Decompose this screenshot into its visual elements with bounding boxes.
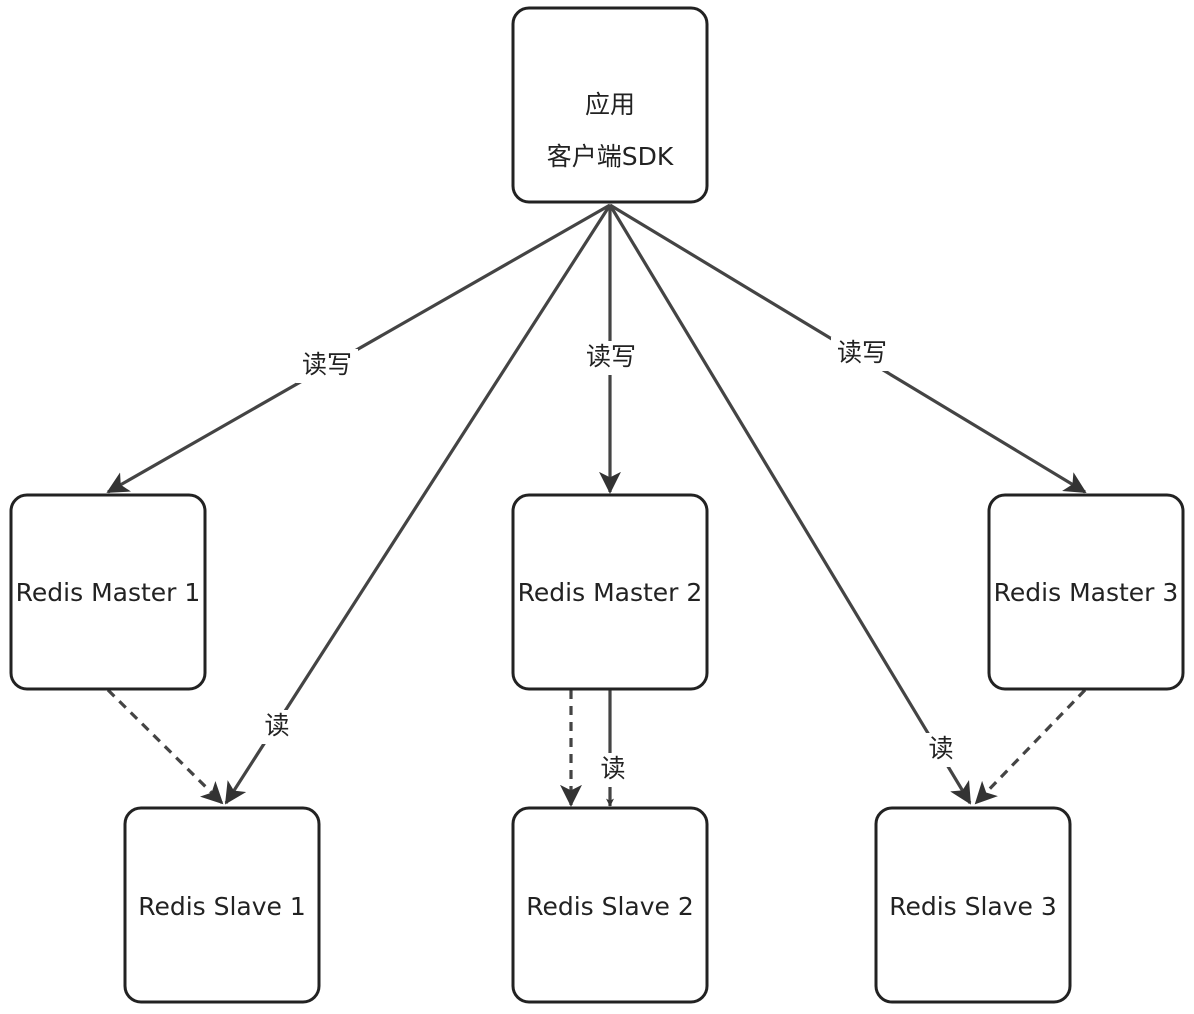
edge-label-app-to-slave3: 读 (924, 733, 958, 767)
svg-text:读写: 读写 (302, 350, 352, 379)
edge-label-app-to-master2: 读写 (580, 341, 642, 375)
node-redis-master-1[interactable]: Redis Master 1 (9, 493, 207, 691)
node-slave3-label: Redis Slave 3 (889, 892, 1057, 921)
svg-text:读: 读 (264, 711, 289, 740)
edge-labels: 读写 读写 读写 读 读 读 (260, 337, 958, 787)
node-master1-label: Redis Master 1 (16, 578, 201, 607)
edge-label-app-to-master3: 读写 (831, 337, 893, 371)
node-redis-master-3[interactable]: Redis Master 3 (987, 493, 1185, 691)
svg-text:读写: 读写 (586, 342, 636, 371)
edge-master1-to-slave1 (106, 688, 224, 805)
node-master3-label: Redis Master 3 (994, 578, 1179, 607)
edge-app-to-slave1 (224, 204, 612, 805)
node-redis-slave-1[interactable]: Redis Slave 1 (123, 806, 321, 1004)
node-redis-slave-3[interactable]: Redis Slave 3 (874, 806, 1072, 1004)
edge-label-app-to-slave1: 读 (260, 710, 294, 744)
node-app-sdk[interactable]: 应用 客户端SDK (511, 6, 709, 204)
node-app-line2: 客户端SDK (547, 142, 674, 171)
node-redis-master-2[interactable]: Redis Master 2 (511, 493, 709, 691)
edge-master3-to-slave3 (974, 688, 1087, 805)
node-slave1-label: Redis Slave 1 (138, 892, 306, 921)
node-slave2-label: Redis Slave 2 (526, 892, 694, 921)
svg-text:读: 读 (928, 734, 953, 763)
edge-label-app-to-slave2: 读 (596, 753, 630, 787)
svg-text:读写: 读写 (837, 338, 887, 367)
node-master2-label: Redis Master 2 (518, 578, 703, 607)
edge-label-app-to-master1: 读写 (296, 349, 358, 383)
nodes: 应用 客户端SDK Redis Master 1 Redis Master 2 … (9, 6, 1185, 1004)
edge-app-to-slave3 (608, 204, 972, 805)
edge-app-to-master1 (106, 203, 611, 494)
svg-text:读: 读 (600, 754, 625, 783)
node-redis-slave-2[interactable]: Redis Slave 2 (511, 806, 709, 1004)
node-app-line1: 应用 (585, 90, 635, 119)
